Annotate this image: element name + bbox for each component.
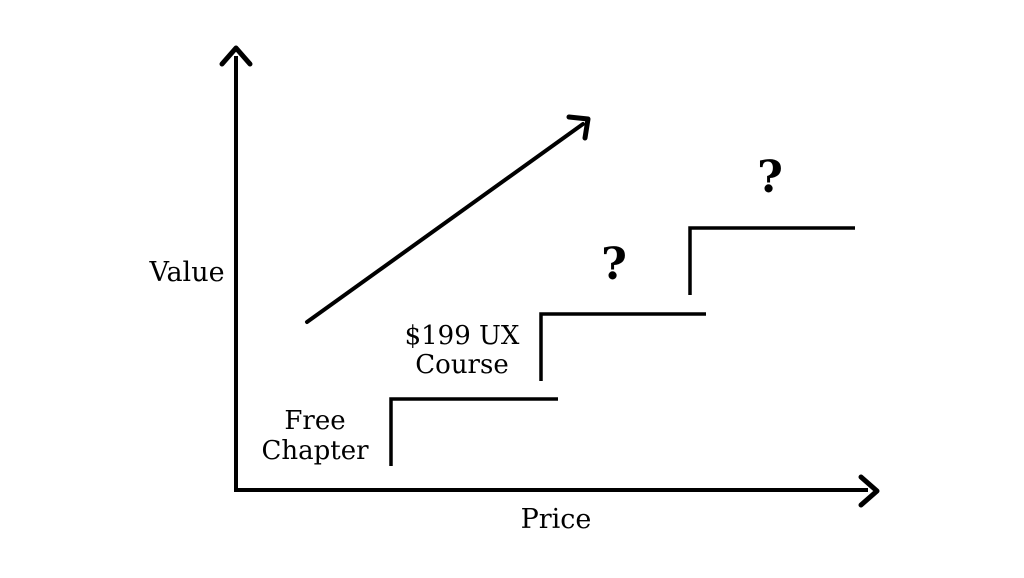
growth-arrow-line [305, 122, 585, 324]
step-question-1-label: ? [601, 239, 627, 290]
step-free-chapter: Free Chapter [261, 397, 558, 466]
step-ux-course-label-line2: Course [415, 350, 508, 380]
step-question-1: ? [601, 226, 855, 295]
growth-arrow [305, 114, 591, 324]
x-axis-label: Price [521, 504, 592, 535]
step-free-chapter-shape [389, 397, 558, 466]
step-free-chapter-label-line2: Chapter [261, 436, 369, 466]
step-ux-course-shape [539, 312, 706, 381]
y-axis-arrowhead-icon [219, 45, 253, 67]
growth-arrowhead-icon [566, 114, 591, 141]
step-ux-course-label-line1: $199 UX [405, 321, 520, 351]
step-question-1-shape [688, 226, 855, 295]
step-question-2: ? [757, 152, 783, 203]
y-axis-label: Value [148, 257, 224, 288]
x-axis-arrowhead-icon [858, 474, 880, 508]
step-question-2-label: ? [757, 152, 783, 203]
step-free-chapter-label-line1: Free [284, 406, 345, 436]
x-axis [234, 474, 880, 508]
y-axis [219, 45, 253, 492]
step-ux-course: $199 UX Course [405, 312, 706, 381]
